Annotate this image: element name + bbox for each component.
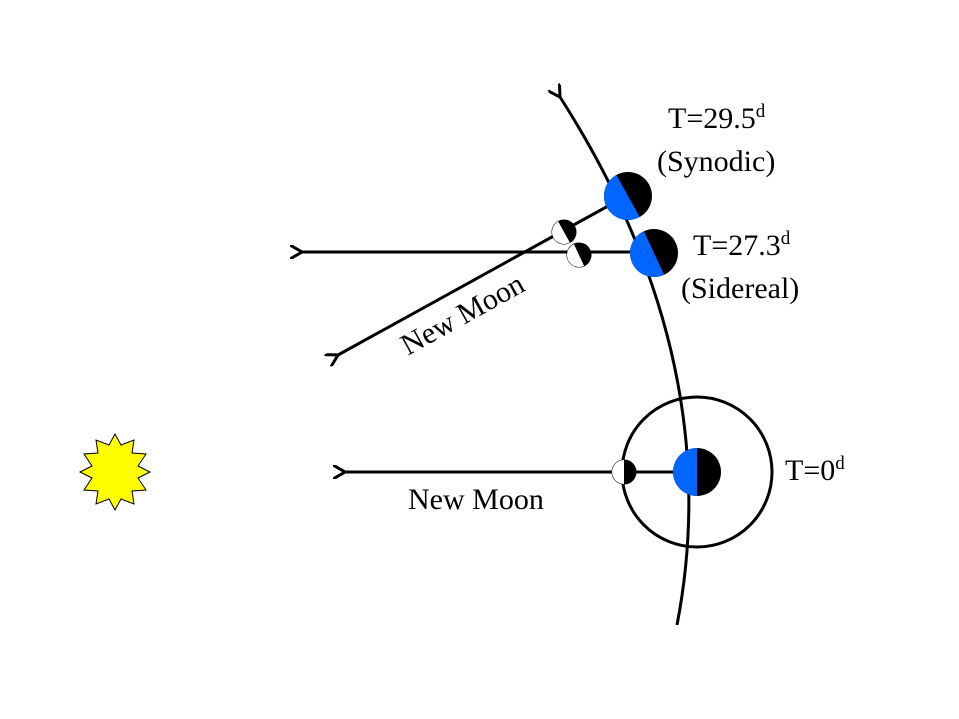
synodic-name-label: (Synodic) — [657, 145, 776, 178]
start-time-label: T=0d — [785, 453, 845, 487]
sidereal-time-label: T=27.3d — [693, 228, 791, 262]
synodic-time-label: T=29.5d — [668, 101, 766, 135]
earth-sidereal — [630, 229, 678, 277]
sun-icon — [78, 432, 152, 512]
sidereal-name-label: (Sidereal) — [681, 272, 800, 305]
earth-synodic — [604, 172, 652, 220]
sun-direction-arrow-synodic — [338, 193, 629, 355]
earth-orbit-arc — [560, 97, 691, 626]
moon-t0 — [611, 459, 637, 485]
moon-sidereal — [566, 242, 592, 268]
moon-synodic — [551, 219, 577, 245]
earth-t0 — [673, 448, 721, 496]
new-moon-label-horizontal: New Moon — [408, 483, 544, 516]
